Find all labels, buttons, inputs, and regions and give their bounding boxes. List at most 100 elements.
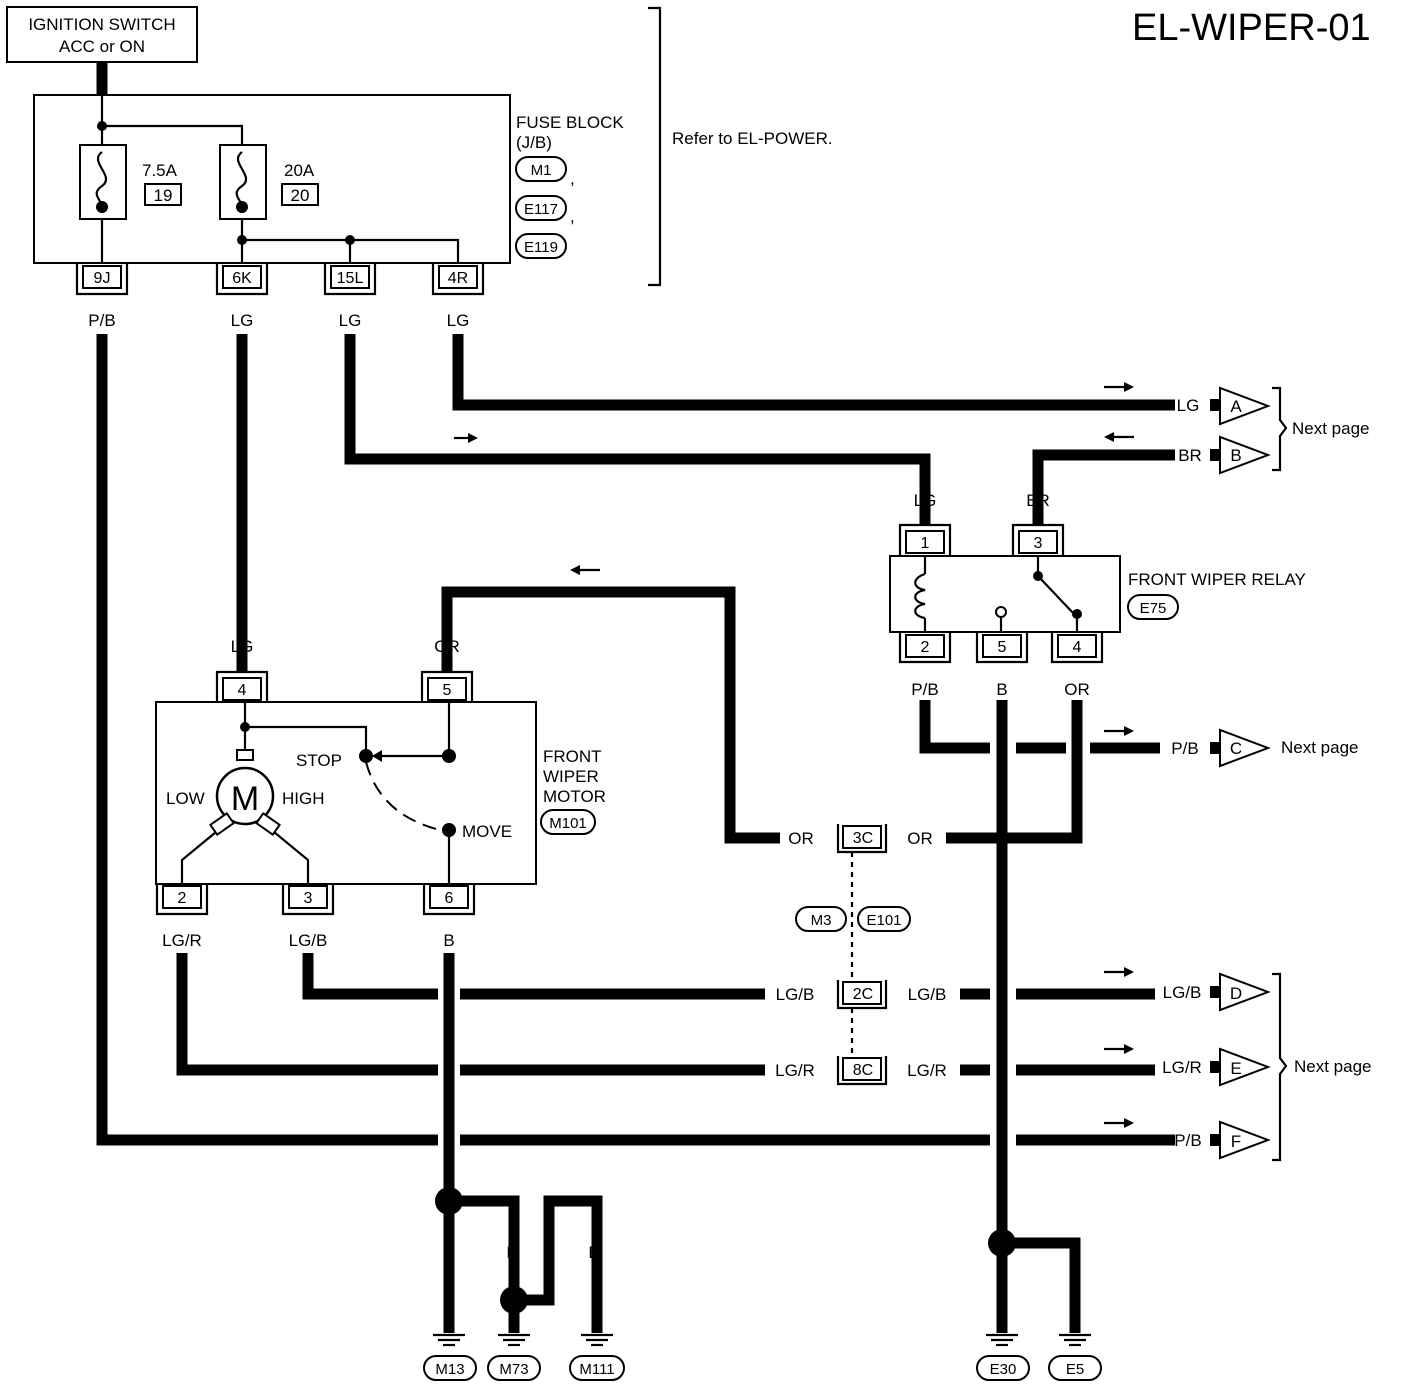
wire-label: B xyxy=(543,1243,554,1262)
wire-label: LG/R xyxy=(162,931,202,950)
front-wiper-motor: 4 5 M LOW HIGH STOP MOVE 2 xyxy=(155,632,606,916)
next-page-bracket-top xyxy=(1272,386,1288,472)
next-page-bracket-bottom xyxy=(1272,972,1288,1162)
fuse-20-icon xyxy=(235,151,248,208)
joint-connector-m3: M3 xyxy=(811,912,832,929)
ignition-label-line1: IGNITION SWITCH xyxy=(28,15,175,34)
fuse-19-rating: 7.5A xyxy=(142,161,178,180)
relay-switch-arm xyxy=(1037,575,1075,615)
ground-m13: M13 xyxy=(435,1361,464,1378)
motor-label-line3: MOTOR xyxy=(543,787,606,806)
diagram-title: EL-WIPER-01 xyxy=(1132,7,1371,49)
relay-connector: E75 xyxy=(1140,600,1167,617)
pin-6k: 6K xyxy=(215,263,269,296)
wire-label: P/B xyxy=(1174,1131,1201,1150)
wire-label: LG xyxy=(1177,396,1200,415)
wire-label: LG xyxy=(339,311,362,330)
wire-15l-to-relay xyxy=(344,334,931,486)
wire-label: P/B xyxy=(1171,739,1198,758)
motor-high-label: HIGH xyxy=(282,789,325,808)
wire-label: LG/R xyxy=(1162,1058,1202,1077)
fuse-block-label-line1: FUSE BLOCK xyxy=(516,113,624,132)
fuse-block-label-line2: (J/B) xyxy=(516,133,552,152)
motor-pin-6: 6 xyxy=(445,890,454,907)
relay-coil-icon xyxy=(914,572,926,620)
flow-arrows xyxy=(454,382,1134,1128)
offpage-a: A xyxy=(1230,397,1242,416)
ground-symbol-icon xyxy=(581,1333,613,1347)
relay-pin-5: 5 xyxy=(998,639,1007,656)
wire-label: OR xyxy=(907,829,933,848)
wire-label: LG/B xyxy=(289,931,328,950)
offpage-connectors: LG A BR B Next page P/B C Next page LG/B… xyxy=(1162,386,1372,1162)
wire-label: BR xyxy=(1026,491,1050,510)
wire-label: B xyxy=(996,680,1007,699)
ground-symbol-icon xyxy=(498,1333,530,1347)
wire-label: P/B xyxy=(911,680,938,699)
motor-connector: M101 xyxy=(549,815,587,832)
wire-label: B xyxy=(588,1243,599,1262)
svg-text:15L: 15L xyxy=(337,270,364,287)
connector-separator: , xyxy=(570,169,575,188)
ground-e30: E30 xyxy=(990,1361,1017,1378)
wire-label: LG xyxy=(914,491,937,510)
wire-4r-to-a xyxy=(452,334,1175,411)
offpage-d: D xyxy=(1230,984,1242,1003)
relay-pin-3: 3 xyxy=(1034,535,1043,552)
refer-bracket xyxy=(648,6,662,287)
motor-pin-3: 3 xyxy=(304,890,313,907)
wire-label: BR xyxy=(1178,446,1202,465)
front-wiper-relay: 1 3 2 5 4 FRONT WIPER RELAY E75 xyxy=(889,486,1306,664)
motor-icon xyxy=(215,766,275,826)
refer-note: Refer to EL-POWER. xyxy=(672,129,833,148)
svg-text:4R: 4R xyxy=(448,270,468,287)
motor-pin-5: 5 xyxy=(443,682,452,699)
wire-label: B xyxy=(506,1243,517,1262)
wire-3c-to-relay4 xyxy=(946,700,1083,844)
wire-label: OR xyxy=(434,637,460,656)
wire-label: P/B xyxy=(88,311,115,330)
fuse-block-connector-e119: E119 xyxy=(524,239,558,256)
fuse-block-connector-m1: M1 xyxy=(531,162,552,179)
relay-label: FRONT WIPER RELAY xyxy=(1128,570,1306,589)
ground-tree-left: B B B B M13 M73 M111 xyxy=(423,1187,625,1381)
fuse-block-connector-e117: E117 xyxy=(524,201,558,218)
ignition-switch: IGNITION SWITCH ACC or ON xyxy=(6,6,198,63)
relay-pin-4: 4 xyxy=(1073,639,1082,656)
offpage-b: B xyxy=(1230,446,1241,465)
wire-label: B xyxy=(443,1243,454,1262)
wire-label: B xyxy=(443,931,454,950)
wire-motor3-to-d xyxy=(302,953,438,1000)
pin-15l: 15L xyxy=(323,263,377,296)
motor-low-label: LOW xyxy=(166,789,205,808)
joint-connector: OR OR 3C M3 E101 LG/B LG/B 2C LG/R LG/R … xyxy=(775,824,947,1086)
fuse-20-number: 20 xyxy=(291,186,310,205)
wire-relay2-to-c xyxy=(919,700,990,754)
offpage-c: C xyxy=(1230,739,1242,758)
wire-9j-to-f xyxy=(96,334,438,1146)
wire-label: OR xyxy=(788,829,814,848)
pin-9j: 9J xyxy=(75,263,129,296)
relay-pin-2: 2 xyxy=(921,639,930,656)
wire-label: LG/B xyxy=(1163,983,1202,1002)
wire-label: B xyxy=(1069,1300,1080,1319)
fuse-20-rating: 20A xyxy=(284,161,315,180)
joint-pin-2c: 2C xyxy=(853,986,873,1003)
offpage-e: E xyxy=(1230,1059,1241,1078)
joint-connector-e101: E101 xyxy=(866,912,901,929)
wire-label: LG/B xyxy=(908,985,947,1004)
connector-separator: , xyxy=(570,207,575,226)
wire-motor2-to-e xyxy=(176,953,438,1076)
wire-motor5-to-3c xyxy=(441,586,780,844)
ground-m73: M73 xyxy=(499,1361,528,1378)
wire-label: B xyxy=(996,1300,1007,1319)
ground-tree-right: B B E30 E5 xyxy=(976,1229,1102,1381)
fuse-block: 7.5A 19 20A 20 FUSE BLOCK (J/B) M1 E117 … xyxy=(33,94,624,264)
offpage-f: F xyxy=(1231,1132,1241,1151)
relay-pin-1: 1 xyxy=(921,535,930,552)
wire-label: LG/R xyxy=(775,1061,815,1080)
joint-pin-3c: 3C xyxy=(853,830,873,847)
wire-label: LG/B xyxy=(776,985,815,1004)
svg-text:6K: 6K xyxy=(232,270,252,287)
